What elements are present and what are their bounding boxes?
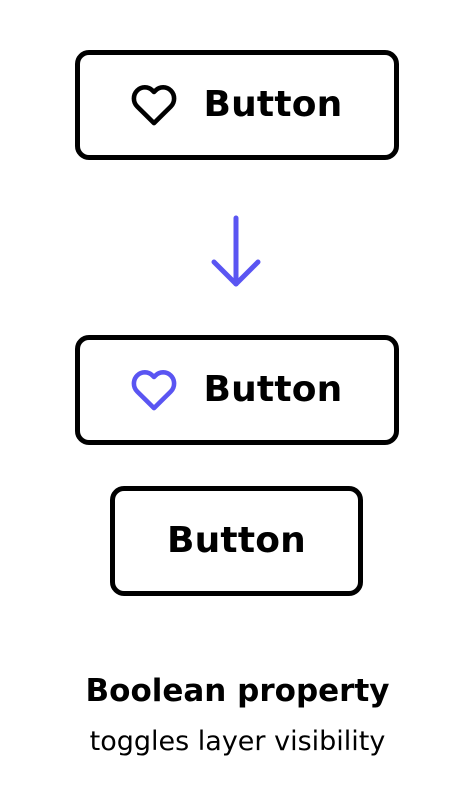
arrow-down-icon — [211, 215, 261, 287]
button-with-icon[interactable]: Button — [75, 50, 399, 160]
button-with-highlighted-icon[interactable]: Button — [75, 335, 399, 445]
caption-subtitle: toggles layer visibility — [89, 726, 386, 757]
button-without-icon[interactable]: Button — [110, 486, 363, 596]
button-label: Button — [203, 369, 343, 410]
heart-icon — [132, 85, 177, 126]
button-label: Button — [203, 84, 343, 125]
button-label: Button — [166, 520, 307, 561]
caption-title: Boolean property — [85, 673, 390, 709]
heart-icon — [132, 370, 177, 411]
